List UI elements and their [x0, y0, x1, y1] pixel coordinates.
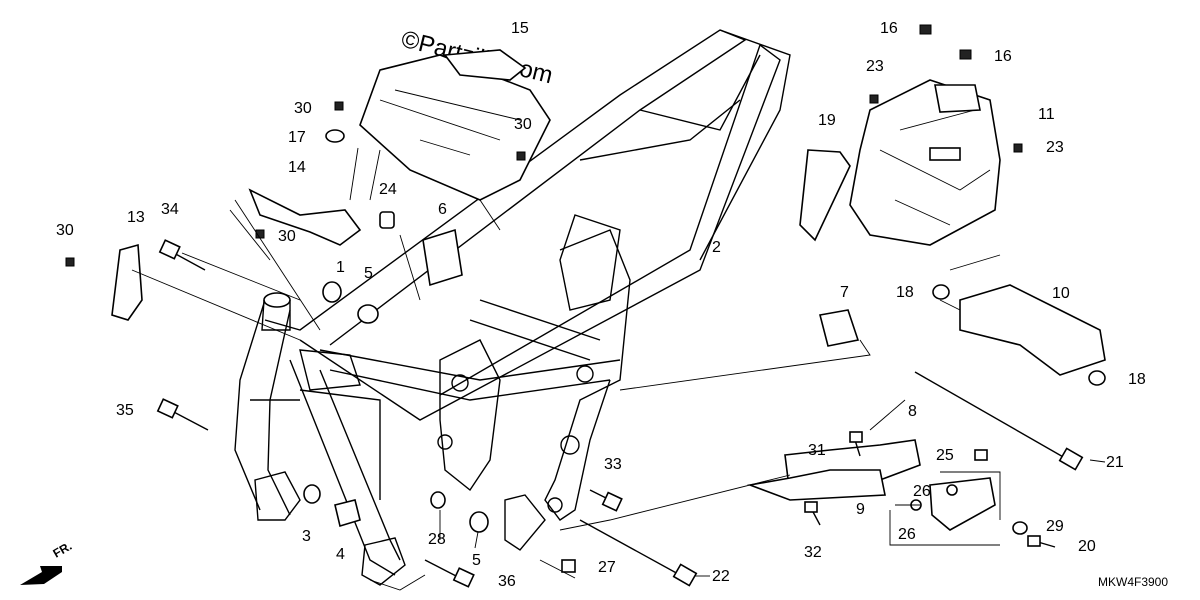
- leader-lines: [131, 147, 1106, 591]
- part-7-collar[interactable]: [819, 309, 860, 347]
- callout-18-a[interactable]: 18: [896, 284, 914, 301]
- part-26-collar-a[interactable]: [946, 484, 958, 496]
- part-6-collar[interactable]: [422, 228, 463, 287]
- part-28-collar[interactable]: [430, 491, 446, 509]
- callout-14[interactable]: 14: [288, 159, 306, 176]
- callout-29[interactable]: 29: [1046, 518, 1064, 535]
- part-25-clip[interactable]: [974, 449, 988, 461]
- callout-9[interactable]: 9: [856, 501, 865, 518]
- callout-23-a[interactable]: 23: [866, 58, 884, 75]
- callout-4[interactable]: 4: [336, 546, 345, 563]
- callout-27[interactable]: 27: [598, 559, 616, 576]
- part-9-bracket[interactable]: [746, 469, 886, 501]
- part-35-bolt[interactable]: [156, 398, 209, 431]
- part-26-bracket[interactable]: [929, 477, 996, 531]
- diagram-code: MKW4F3900: [1098, 575, 1168, 589]
- part-18-grommet-b[interactable]: [1088, 370, 1106, 386]
- callout-5-lower[interactable]: 5: [472, 552, 481, 569]
- part-31-bolt[interactable]: [849, 431, 863, 457]
- part-20-bolt[interactable]: [1027, 535, 1056, 548]
- part-16-clip-b[interactable]: [959, 49, 972, 60]
- callout-35[interactable]: 35: [116, 402, 134, 419]
- callout-20[interactable]: 20: [1078, 538, 1096, 555]
- part-13-bracket[interactable]: [111, 243, 143, 321]
- part-16-clip-a[interactable]: [919, 24, 932, 35]
- callout-19[interactable]: 19: [818, 112, 836, 129]
- front-label: FR.: [51, 539, 75, 561]
- part-23-bolt-b[interactable]: [1013, 143, 1023, 153]
- callout-2[interactable]: 2: [712, 239, 721, 256]
- part-5-collar-upper[interactable]: [357, 304, 379, 324]
- callout-24[interactable]: 24: [379, 181, 397, 198]
- callout-26-a[interactable]: 26: [913, 483, 931, 500]
- callout-30-b[interactable]: 30: [514, 116, 532, 133]
- part-24-collar[interactable]: [379, 211, 395, 229]
- part-10-bracket[interactable]: [959, 284, 1106, 376]
- callout-25[interactable]: 25: [936, 447, 954, 464]
- part-11-battery-box[interactable]: [849, 79, 1001, 246]
- part-34-bolt[interactable]: [158, 239, 206, 271]
- front-direction-arrow: FR.: [20, 539, 74, 585]
- part-30-bolt-a[interactable]: [334, 101, 344, 111]
- part-21-bolt[interactable]: [914, 371, 1084, 471]
- callout-16-b[interactable]: 16: [994, 48, 1012, 65]
- callout-1[interactable]: 1: [336, 259, 345, 276]
- callout-30-c[interactable]: 30: [278, 228, 296, 245]
- part-4-collar[interactable]: [334, 499, 361, 528]
- part-30-bolt-b[interactable]: [516, 151, 526, 161]
- callout-5-upper[interactable]: 5: [364, 265, 373, 282]
- part-1-rubber[interactable]: [322, 281, 342, 303]
- callout-13[interactable]: 13: [127, 209, 145, 226]
- callout-34[interactable]: 34: [161, 201, 179, 218]
- part-5-collar-lower[interactable]: [469, 511, 489, 533]
- part-18-grommet-a[interactable]: [932, 284, 950, 300]
- part-17-grommet[interactable]: [325, 129, 345, 143]
- part-14-bracket[interactable]: [248, 188, 362, 246]
- callout-18-b[interactable]: 18: [1128, 371, 1146, 388]
- callout-8[interactable]: 8: [908, 403, 917, 420]
- callout-30-d[interactable]: 30: [56, 222, 74, 239]
- callout-10[interactable]: 10: [1052, 285, 1070, 302]
- part-29-washer[interactable]: [1012, 521, 1028, 535]
- callout-16-a[interactable]: 16: [880, 20, 898, 37]
- part-15-bracket[interactable]: [359, 49, 551, 201]
- part-33-bolt[interactable]: [589, 489, 623, 512]
- callout-32[interactable]: 32: [804, 544, 822, 561]
- callout-21[interactable]: 21: [1106, 454, 1124, 471]
- part-22-bolt[interactable]: [579, 519, 698, 587]
- callout-7[interactable]: 7: [840, 284, 849, 301]
- callout-numbers: 1 2 3 4 5 5 6 7 8 9 10 11 13 14 15 16 16…: [56, 20, 1146, 590]
- part-23-bolt-a[interactable]: [869, 94, 879, 104]
- frame-body[interactable]: [234, 29, 791, 586]
- callout-15[interactable]: 15: [511, 20, 529, 37]
- callout-30-a[interactable]: 30: [294, 100, 312, 117]
- callout-26-b[interactable]: 26: [898, 526, 916, 543]
- part-19-band[interactable]: [799, 149, 851, 242]
- callout-28[interactable]: 28: [428, 531, 446, 548]
- callout-23-b[interactable]: 23: [1046, 139, 1064, 156]
- part-3-collar[interactable]: [303, 484, 321, 504]
- callout-36[interactable]: 36: [498, 573, 516, 590]
- part-27-nut[interactable]: [561, 559, 576, 573]
- callout-6[interactable]: 6: [438, 201, 447, 218]
- callout-22[interactable]: 22: [712, 568, 730, 585]
- callout-3[interactable]: 3: [302, 528, 311, 545]
- callout-33[interactable]: 33: [604, 456, 622, 473]
- part-36-bolt[interactable]: [424, 559, 475, 588]
- part-30-bolt-d[interactable]: [65, 257, 75, 267]
- callout-11[interactable]: 11: [1038, 106, 1055, 123]
- callout-31[interactable]: 31: [808, 442, 826, 459]
- part-32-bolt[interactable]: [804, 501, 821, 526]
- callout-17[interactable]: 17: [288, 129, 306, 146]
